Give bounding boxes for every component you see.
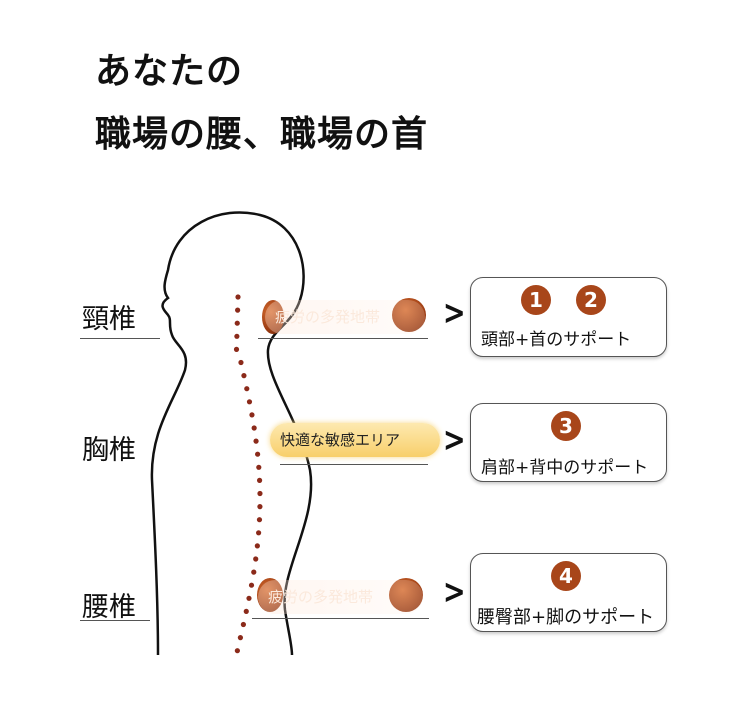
spine-dot	[234, 648, 240, 654]
label-cervical: 頸椎	[82, 304, 136, 335]
spine-dot	[257, 504, 263, 510]
spine-dot	[246, 399, 253, 405]
support-box-2: 3 肩部+背中のサポート	[470, 403, 667, 482]
chevron-right-icon: >	[442, 293, 466, 333]
zone-label-thoracic: 快適な敏感エリア	[270, 423, 440, 457]
spine-dot	[251, 425, 257, 431]
spine-dot	[233, 346, 240, 352]
support-text: 肩部+背中のサポート	[481, 458, 649, 478]
divider	[80, 338, 160, 339]
spine-dot	[256, 464, 262, 470]
spine-dot	[248, 582, 255, 588]
fatigue-ball	[389, 578, 423, 612]
spine-dot	[249, 412, 255, 418]
spine-dot	[235, 294, 241, 300]
chevron-right-icon: >	[442, 572, 466, 612]
spine-dot	[235, 307, 241, 313]
divider	[258, 338, 428, 339]
title-line2: 職場の腰、職場の首	[95, 114, 429, 155]
spine-dot	[234, 333, 240, 339]
number-badge: 2	[576, 285, 606, 315]
fatigue-ball	[262, 300, 284, 334]
label-lumbar: 腰椎	[82, 592, 136, 623]
fatigue-ball	[392, 298, 426, 332]
spine-dot	[238, 359, 244, 366]
divider	[80, 620, 150, 621]
spine-dot	[254, 543, 260, 549]
spine-dot	[256, 477, 263, 483]
chevron-right-icon: >	[442, 420, 466, 460]
zone-label-cervical: 疲労の多発地帯	[265, 300, 425, 334]
fatigue-ball	[257, 578, 283, 612]
number-badge: 1	[521, 285, 551, 315]
support-box-1: 1 2 頭部+首のサポート	[470, 277, 667, 357]
support-text: 頭部+首のサポート	[481, 330, 632, 350]
spine-dot	[256, 517, 263, 523]
spine-dot	[240, 621, 246, 628]
number-badge: 4	[551, 561, 581, 591]
spine-dot	[253, 438, 259, 444]
spine-dot	[234, 320, 240, 326]
divider	[280, 464, 428, 465]
spine-dot	[253, 556, 259, 562]
support-text: 腰臀部+脚のサポート	[477, 607, 655, 628]
support-box-3: 4 腰臀部+脚のサポート	[470, 553, 667, 632]
spine-dot	[251, 569, 257, 575]
spine-dot	[246, 595, 252, 601]
zone-label-lumbar: 疲労の多発地帯	[258, 580, 423, 614]
spine-dots	[233, 294, 263, 654]
spine-dot	[243, 608, 249, 615]
number-badge: 3	[551, 411, 581, 441]
spine-dot	[257, 490, 263, 497]
spine-dot	[255, 451, 261, 457]
spine-dot	[237, 635, 244, 641]
spine-dot	[241, 373, 247, 379]
spine-dot	[256, 530, 262, 536]
label-thoracic: 胸椎	[82, 435, 136, 466]
divider	[252, 618, 429, 619]
spine-dot	[244, 386, 250, 392]
title-line1: あなたの	[95, 51, 244, 92]
